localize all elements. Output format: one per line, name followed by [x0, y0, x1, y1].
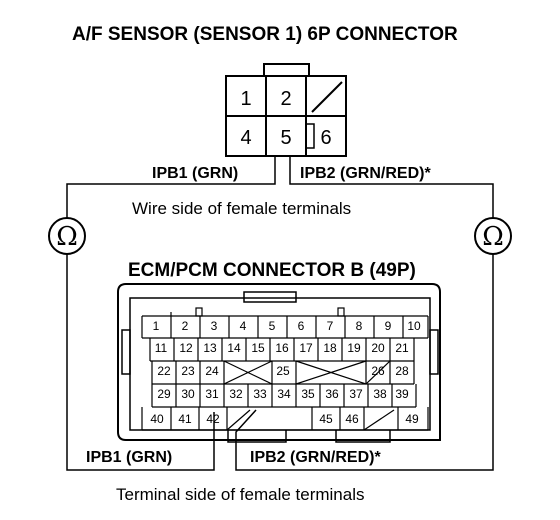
pin-28: 28 — [395, 364, 409, 378]
pin-7: 7 — [327, 319, 334, 333]
blank-diagonal — [363, 409, 395, 431]
pin-30: 30 — [181, 387, 195, 401]
pin-32: 32 — [229, 387, 243, 401]
pin-4: 4 — [240, 319, 247, 333]
pin-3: 3 — [211, 319, 218, 333]
connector-49p-grid — [141, 312, 429, 431]
connector-6p — [225, 63, 347, 157]
blank-diagonal — [365, 360, 391, 385]
pin-20: 20 — [371, 341, 385, 355]
pin-49: 49 — [405, 412, 419, 426]
pin-6p-1: 1 — [240, 88, 251, 110]
pin-26: 26 — [371, 364, 385, 378]
connector-49p-body — [117, 283, 441, 443]
pin-40: 40 — [150, 412, 164, 426]
pin-11: 11 — [155, 341, 168, 355]
ohm-left-icon: Ω — [56, 222, 78, 252]
pin-9: 9 — [385, 319, 392, 333]
pin-38: 38 — [373, 387, 387, 401]
label-ipb1-top: IPB1 (GRN) — [152, 165, 238, 182]
pin-13: 13 — [203, 341, 217, 355]
pin-5: 5 — [269, 319, 276, 333]
pin-16: 16 — [275, 341, 289, 355]
pin-6p-5: 5 — [280, 127, 291, 149]
ohmmeter-left: Ω — [48, 217, 86, 255]
pin-35: 35 — [301, 387, 315, 401]
pin-31: 31 — [205, 387, 219, 401]
label-ipb1-bottom: IPB1 (GRN) — [86, 449, 172, 466]
pin-39: 39 — [395, 387, 409, 401]
diagram-title: A/F SENSOR (SENSOR 1) 6P CONNECTOR — [72, 24, 458, 45]
pin-45: 45 — [319, 412, 333, 426]
top-wires — [66, 156, 494, 218]
pin-6p-2: 2 — [280, 88, 291, 110]
caption-wire-side: Wire side of female terminals — [132, 199, 351, 218]
pin-22: 22 — [157, 364, 171, 378]
pin-8: 8 — [356, 319, 363, 333]
caption-terminal-side: Terminal side of female terminals — [116, 485, 364, 504]
pin-36: 36 — [325, 387, 339, 401]
ohm-right-icon: Ω — [482, 222, 504, 252]
label-ipb2-top: IPB2 (GRN/RED)* — [300, 165, 431, 182]
pin-29: 29 — [157, 387, 171, 401]
pin-10: 10 — [407, 319, 421, 333]
bottom-wires — [66, 254, 494, 471]
pin-17: 17 — [299, 341, 313, 355]
pin-23: 23 — [181, 364, 195, 378]
pin-6p-6: 6 — [320, 127, 331, 149]
pin-6p-4: 4 — [240, 127, 251, 149]
pin-12: 12 — [179, 341, 193, 355]
pin-18: 18 — [323, 341, 337, 355]
connector-6p-pins: 1 2 4 5 6 — [240, 88, 331, 149]
pin-14: 14 — [227, 341, 241, 355]
pin-41: 41 — [178, 412, 192, 426]
pin-33: 33 — [253, 387, 267, 401]
pin-15: 15 — [251, 341, 265, 355]
pin-1: 1 — [153, 319, 160, 333]
pin-25: 25 — [276, 364, 290, 378]
pin-21: 21 — [395, 341, 409, 355]
ohmmeter-right: Ω — [474, 217, 512, 255]
pin-19: 19 — [347, 341, 361, 355]
blank-diagonal — [226, 409, 251, 431]
blank-cross — [223, 360, 273, 385]
pin-37: 37 — [349, 387, 363, 401]
pin-24: 24 — [205, 364, 219, 378]
pin-2: 2 — [182, 319, 189, 333]
label-ipb2-bottom: IPB2 (GRN/RED)* — [250, 449, 381, 466]
pin-46: 46 — [345, 412, 359, 426]
ecm-connector-title: ECM/PCM CONNECTOR B (49P) — [128, 260, 416, 281]
pin-34: 34 — [277, 387, 291, 401]
blank-cross — [295, 360, 367, 385]
pin-42: 42 — [206, 412, 220, 426]
pin-6: 6 — [298, 319, 305, 333]
connector-49p-pins: 1 2 3 4 5 6 7 8 9 10 11 12 13 14 15 16 1… — [150, 319, 421, 426]
